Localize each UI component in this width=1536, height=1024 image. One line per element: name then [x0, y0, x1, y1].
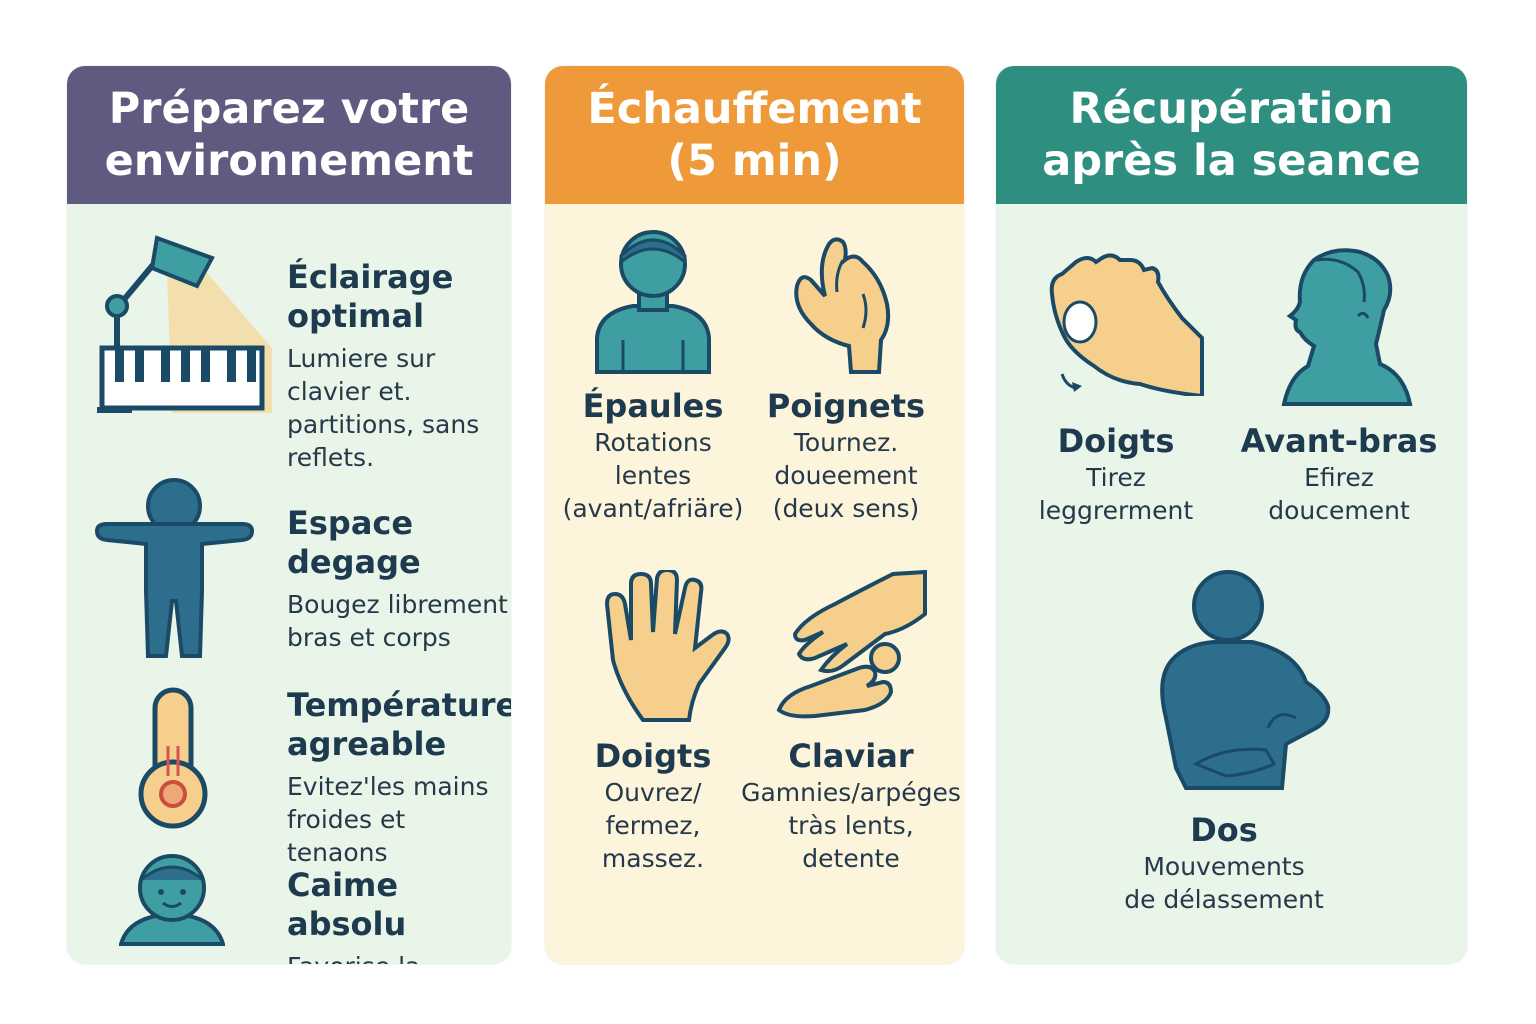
item-description: Tournez. doueement (deux sens)	[772, 428, 920, 523]
grid-item: Doigts Ouvrez/ fermez, massez.	[557, 736, 749, 875]
item-description: Lumiere sur clavier et. partitions, sans…	[287, 344, 480, 472]
list-item: Espace degage Bougez librement bras et c…	[287, 504, 511, 654]
item-title: Avant-bras	[1240, 422, 1438, 460]
panel-title: Préparez votre environnement	[67, 66, 511, 204]
item-description: Bougez librement bras et corps	[287, 590, 508, 652]
item-description: Tirez leggrerment	[1038, 463, 1194, 525]
grid-item: Avant-bras Efirez doucement	[1232, 421, 1446, 527]
thermometer-icon	[135, 686, 211, 832]
item-title: Température agreable	[287, 686, 511, 763]
panel-recovery: Récupération après la seance Doigts Tire…	[996, 66, 1467, 964]
item-title: Espace degage	[287, 504, 421, 581]
panel-environment: Préparez votre environnement Éclairage o…	[67, 66, 511, 964]
head-profile-icon	[1280, 246, 1414, 406]
finger-stretch-icon	[1044, 252, 1204, 396]
list-item: Caime absolu Favorise la concentration	[287, 866, 511, 964]
panel-warmup: Échauffement (5 min) Épaules Rotations l…	[545, 66, 964, 964]
grid-item: Dos Mouvements de délassement	[1096, 810, 1352, 916]
panel-title: Échauffement (5 min)	[545, 66, 964, 204]
list-item: Éclairage optimal Lumiere sur clavier et…	[287, 258, 511, 474]
item-description: Evitez'les mains froides et tenaons	[287, 772, 489, 867]
item-title: Dos	[1190, 811, 1258, 849]
wrist-hand-icon	[789, 234, 895, 374]
item-description: Efirez doucement	[1268, 463, 1410, 525]
item-description: Rotations lentes (avant/afriäre)	[562, 428, 744, 523]
person-arms-open-icon	[92, 476, 257, 661]
item-title: Claviar	[788, 737, 914, 775]
panel-title: Récupération après la seance	[996, 66, 1467, 204]
item-description: Gamnies/arpéges tràs lents, detente	[741, 778, 961, 873]
back-stretch-icon	[1156, 568, 1332, 790]
open-hand-icon	[603, 570, 733, 722]
item-title: Épaules	[582, 387, 724, 425]
grid-item: Claviar Gamnies/arpéges tràs lents, dete…	[740, 736, 962, 875]
item-title: Poignets	[766, 387, 926, 425]
desk-lamp-piano-icon	[97, 228, 272, 413]
item-description: Ouvrez/ fermez, massez.	[601, 778, 705, 873]
shoulders-icon	[593, 228, 713, 374]
hands-massage-icon	[775, 570, 927, 720]
item-description: Favorise la	[287, 950, 511, 964]
item-title: Caime absolu	[287, 866, 407, 943]
list-item: Température agreable Evitez'les mains fr…	[287, 686, 511, 869]
grid-item: Épaules Rotations lentes (avant/afriäre)	[557, 386, 749, 525]
calm-face-icon	[119, 850, 225, 946]
item-title: Doigts	[1057, 422, 1175, 460]
item-description: Mouvements de délassement	[1124, 852, 1324, 914]
item-title: Doigts	[594, 737, 712, 775]
grid-item: Poignets Tournez. doueement (deux sens)	[750, 386, 942, 525]
grid-item: Doigts Tirez leggrerment	[1018, 421, 1214, 527]
item-title: Éclairage optimal	[287, 258, 454, 335]
